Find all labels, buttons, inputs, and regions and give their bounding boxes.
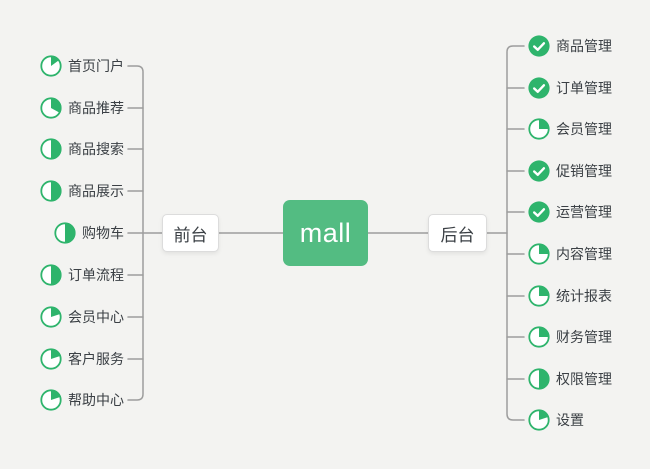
branch-item[interactable]: 运营管理 bbox=[528, 200, 612, 224]
progress-pie-icon bbox=[528, 285, 550, 307]
branch-item[interactable]: 订单流程 bbox=[40, 263, 124, 287]
progress-pie-icon bbox=[528, 326, 550, 348]
branch-item[interactable]: 促销管理 bbox=[528, 159, 612, 183]
branch-item[interactable]: 商品推荐 bbox=[40, 96, 124, 120]
progress-pie-icon bbox=[40, 389, 62, 411]
branch-item-label: 权限管理 bbox=[556, 371, 612, 387]
branch-item-label: 运营管理 bbox=[556, 204, 612, 220]
branch-item-label: 促销管理 bbox=[556, 163, 612, 179]
mall-root-label: mall bbox=[299, 217, 352, 248]
progress-pie-icon bbox=[528, 409, 550, 431]
check-circle-icon bbox=[528, 201, 550, 223]
branch-item[interactable]: 商品搜索 bbox=[40, 137, 124, 161]
branch-item-label: 统计报表 bbox=[556, 288, 612, 304]
branch-item-label: 财务管理 bbox=[556, 329, 612, 345]
check-circle-icon bbox=[528, 77, 550, 99]
branch-item-label: 设置 bbox=[556, 412, 584, 428]
branch-item[interactable]: 客户服务 bbox=[40, 347, 124, 371]
progress-pie-icon bbox=[528, 118, 550, 140]
check-circle-icon bbox=[528, 160, 550, 182]
branch-item[interactable]: 商品展示 bbox=[40, 179, 124, 203]
progress-pie-icon bbox=[40, 180, 62, 202]
branch-item-label: 订单管理 bbox=[556, 80, 612, 96]
branch-item[interactable]: 帮助中心 bbox=[40, 388, 124, 412]
branch-item-label: 会员管理 bbox=[556, 121, 612, 137]
progress-pie-icon bbox=[40, 306, 62, 328]
branch-item[interactable]: 首页门户 bbox=[40, 54, 124, 78]
branch-item-label: 购物车 bbox=[82, 225, 124, 241]
progress-pie-icon bbox=[40, 264, 62, 286]
branch-item-label: 内容管理 bbox=[556, 246, 612, 262]
progress-pie-icon bbox=[528, 243, 550, 265]
branch-item-label: 帮助中心 bbox=[68, 392, 124, 408]
mall-root-node[interactable]: mall bbox=[283, 200, 368, 266]
progress-pie-icon bbox=[40, 348, 62, 370]
progress-pie-icon bbox=[40, 97, 62, 119]
progress-pie-icon bbox=[54, 222, 76, 244]
branch-item-label: 订单流程 bbox=[68, 267, 124, 283]
progress-pie-icon bbox=[40, 138, 62, 160]
progress-pie-icon bbox=[528, 368, 550, 390]
branch-item-label: 客户服务 bbox=[68, 351, 124, 367]
branch-item[interactable]: 设置 bbox=[528, 408, 584, 432]
branch-item[interactable]: 会员中心 bbox=[40, 305, 124, 329]
branch-item[interactable]: 购物车 bbox=[54, 221, 124, 245]
branch-item-label: 会员中心 bbox=[68, 309, 124, 325]
branch-item[interactable]: 会员管理 bbox=[528, 117, 612, 141]
branch-item[interactable]: 权限管理 bbox=[528, 367, 612, 391]
branch-item-label: 商品推荐 bbox=[68, 100, 124, 116]
backend-node[interactable]: 后台 bbox=[428, 214, 487, 252]
branch-item[interactable]: 内容管理 bbox=[528, 242, 612, 266]
check-circle-icon bbox=[528, 35, 550, 57]
branch-item-label: 商品搜索 bbox=[68, 141, 124, 157]
branch-item-label: 首页门户 bbox=[68, 58, 124, 74]
backend-node-label: 后台 bbox=[440, 225, 475, 245]
branch-item-label: 商品管理 bbox=[556, 38, 612, 54]
branch-item[interactable]: 商品管理 bbox=[528, 34, 612, 58]
progress-pie-icon bbox=[40, 55, 62, 77]
branch-item[interactable]: 订单管理 bbox=[528, 76, 612, 100]
branch-item-label: 商品展示 bbox=[68, 183, 124, 199]
frontend-node[interactable]: 前台 bbox=[162, 214, 219, 252]
branch-item[interactable]: 财务管理 bbox=[528, 325, 612, 349]
frontend-node-label: 前台 bbox=[173, 225, 208, 245]
branch-item[interactable]: 统计报表 bbox=[528, 284, 612, 308]
